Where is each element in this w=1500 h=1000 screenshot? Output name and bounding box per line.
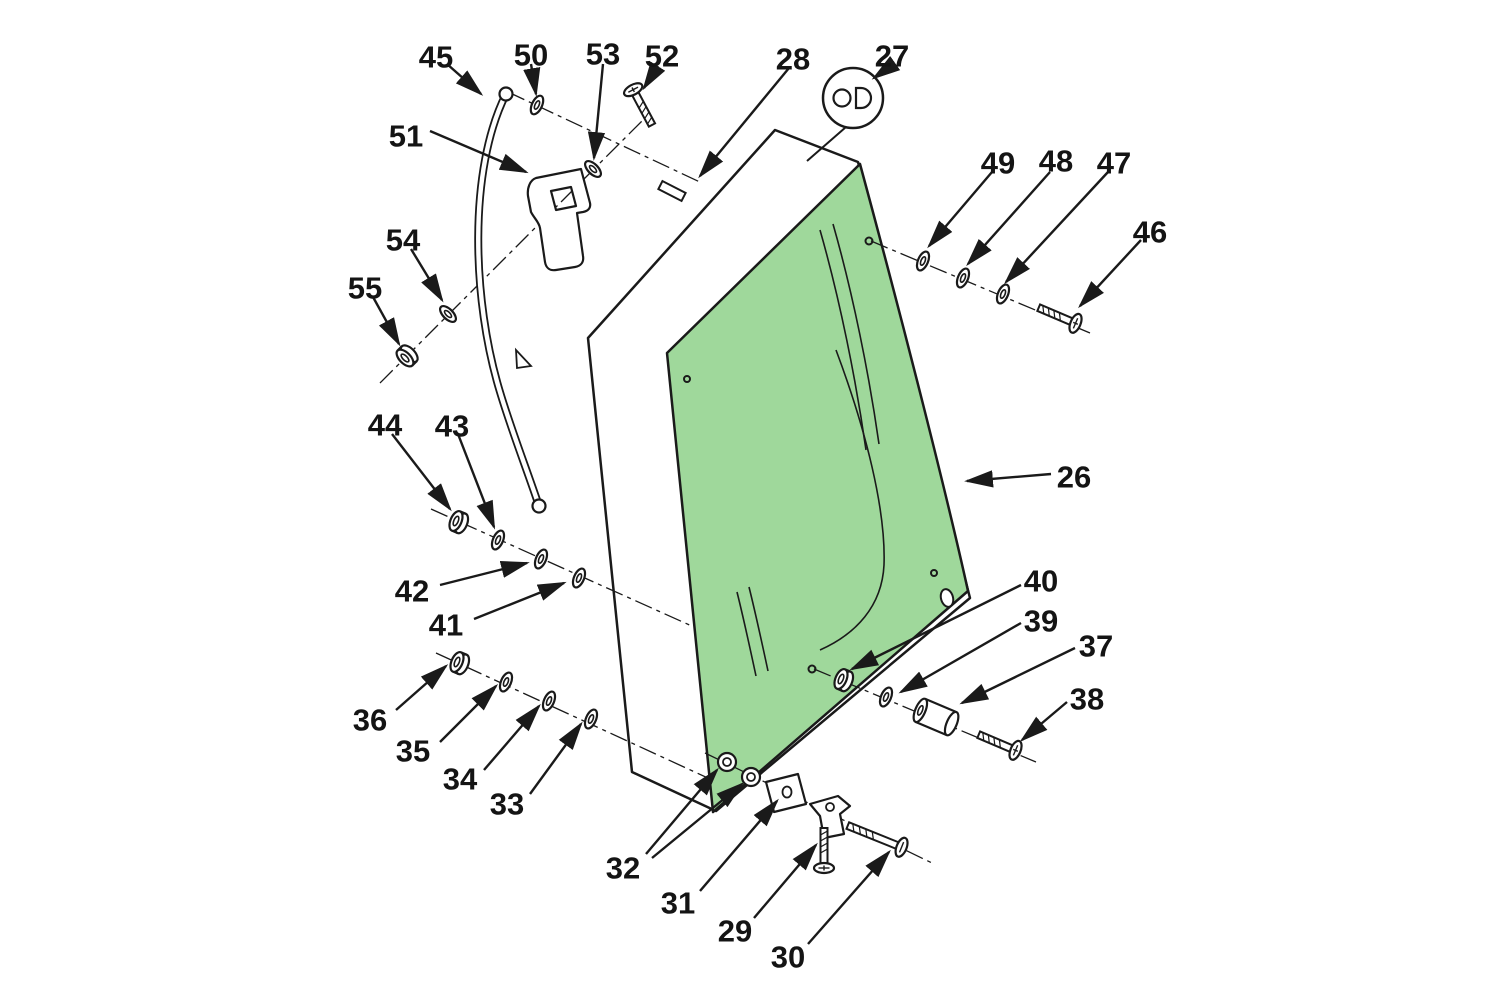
callout-54: 54 — [386, 223, 421, 258]
callout-40: 40 — [1024, 564, 1058, 599]
part-washer-47 — [993, 281, 1013, 307]
callout-43: 43 — [435, 409, 469, 444]
part-washer-34 — [539, 688, 559, 714]
callout-52: 52 — [645, 39, 679, 74]
part-handle-bracket — [526, 167, 592, 272]
callout-42: 42 — [395, 574, 429, 609]
callout-31: 31 — [661, 886, 695, 921]
callout-47: 47 — [1097, 146, 1131, 181]
callout-46: 46 — [1133, 215, 1167, 250]
callout-44: 44 — [368, 408, 403, 443]
callout-48: 48 — [1039, 144, 1073, 179]
callout-30: 30 — [771, 940, 805, 975]
callout-50: 50 — [514, 38, 548, 73]
part-washer-41 — [569, 565, 589, 591]
part-washer-43 — [488, 527, 508, 553]
callout-35: 35 — [396, 734, 430, 769]
assembly-axis-lower-left — [435, 652, 711, 780]
glass-hole — [930, 569, 938, 577]
callout-26: 26 — [1057, 460, 1091, 495]
part-grommet-32b — [740, 766, 762, 788]
glass-clip-icon — [832, 86, 873, 110]
callout-36: 36 — [353, 703, 387, 738]
glass-reflection-line — [748, 586, 769, 672]
part-washer-35 — [496, 669, 516, 695]
part-hinge-bracket-29 — [808, 794, 852, 840]
assembly-axis-mid-left — [430, 508, 695, 628]
callout-33: 33 — [490, 787, 524, 822]
part-nut-44 — [445, 508, 472, 537]
callout-28: 28 — [776, 42, 810, 77]
part-washer-50 — [527, 92, 547, 118]
glass-reflection-line — [819, 229, 867, 451]
part-washer-54 — [436, 302, 460, 326]
glass-reflection-line — [832, 223, 880, 445]
part-washer-39 — [876, 684, 896, 710]
callout-39: 39 — [1024, 604, 1058, 639]
callout-53: 53 — [586, 37, 620, 72]
callout-32: 32 — [606, 851, 640, 886]
leader-lines — [371, 55, 1142, 945]
callout-45: 45 — [419, 40, 453, 75]
glass-oval-cutout — [939, 588, 955, 608]
callout-37: 37 — [1079, 629, 1113, 664]
callout-38: 38 — [1070, 682, 1104, 717]
part-washer-42 — [531, 546, 551, 572]
glass-reflection-line — [736, 591, 757, 677]
part-screw-46 — [1033, 297, 1086, 336]
part-washer-48 — [953, 265, 973, 291]
callout-41: 41 — [429, 608, 463, 643]
glass-hole — [683, 375, 691, 383]
callout-34: 34 — [443, 762, 478, 797]
callout-55: 55 — [348, 271, 382, 306]
part-nut-36 — [446, 649, 473, 678]
part-washer-49 — [913, 248, 933, 274]
part-curved-rod — [474, 86, 547, 514]
part-screw-38 — [973, 724, 1026, 763]
glass-reflection-curve — [819, 349, 885, 651]
callout-49: 49 — [981, 146, 1015, 181]
callout-27: 27 — [875, 39, 909, 74]
callout-51: 51 — [389, 119, 423, 154]
callout-29: 29 — [718, 914, 752, 949]
part-washer-53 — [581, 157, 605, 181]
clip-symbol-badge — [806, 66, 885, 162]
part-spacer-block — [657, 179, 687, 203]
part-grommet-32a — [716, 751, 738, 773]
part-spacer-cylinder-37 — [912, 697, 960, 737]
part-bolt-30 — [842, 815, 912, 860]
